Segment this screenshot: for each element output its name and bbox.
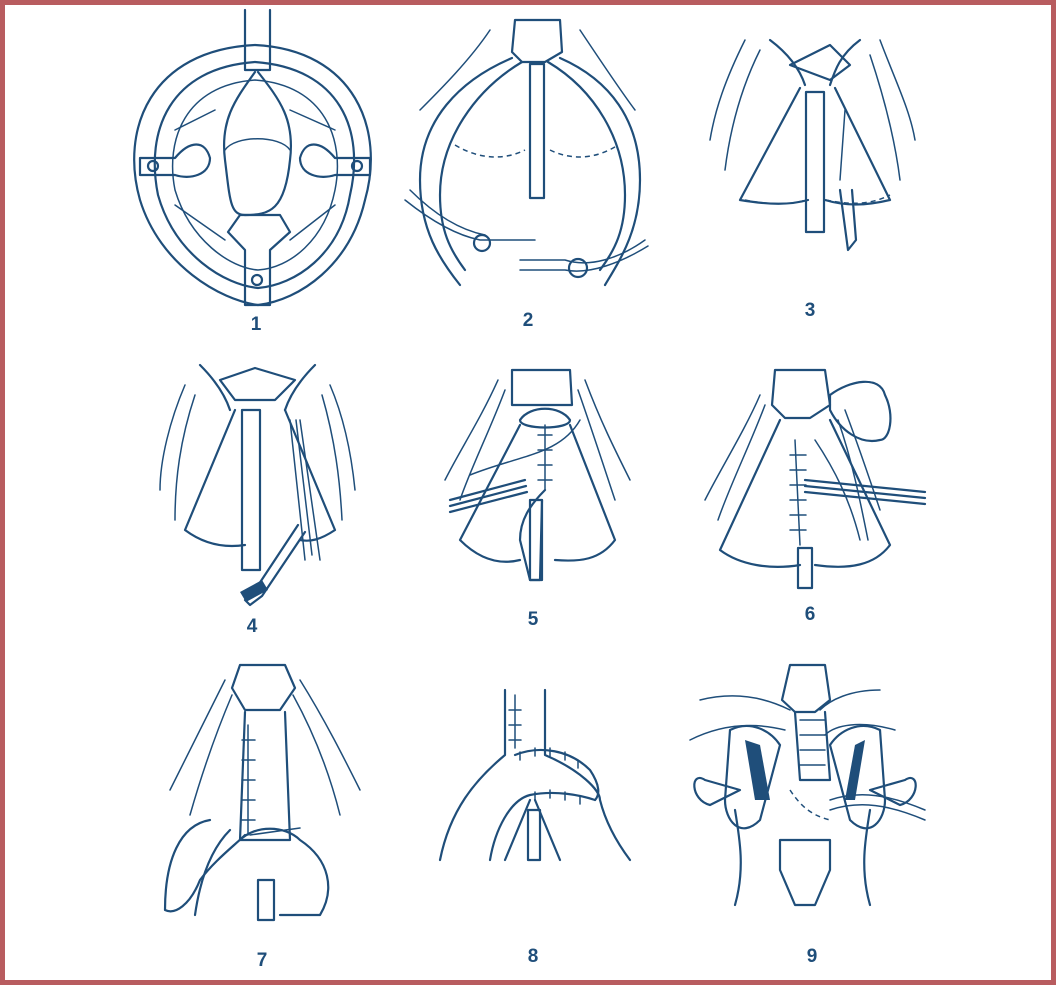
panel-5-illustration bbox=[445, 370, 630, 580]
panel-5-label: 5 bbox=[528, 609, 539, 630]
panel-1-illustration bbox=[134, 10, 371, 305]
panel-3-illustration bbox=[710, 40, 915, 250]
panel-8-illustration bbox=[440, 690, 630, 860]
panel-3-label: 3 bbox=[805, 300, 816, 321]
panel-9-label: 9 bbox=[807, 946, 818, 967]
panel-7-label: 7 bbox=[257, 950, 268, 971]
panel-6-label: 6 bbox=[805, 604, 816, 625]
panel-2-label: 2 bbox=[523, 310, 534, 331]
panel-9-illustration bbox=[690, 665, 925, 905]
panel-8-label: 8 bbox=[528, 946, 539, 967]
panel-4-illustration bbox=[160, 365, 355, 605]
panel-2-illustration bbox=[405, 20, 648, 285]
panel-7-illustration bbox=[165, 665, 360, 920]
panel-4-label: 4 bbox=[247, 616, 258, 637]
panel-6-illustration bbox=[705, 370, 925, 588]
panel-1-label: 1 bbox=[251, 314, 262, 335]
